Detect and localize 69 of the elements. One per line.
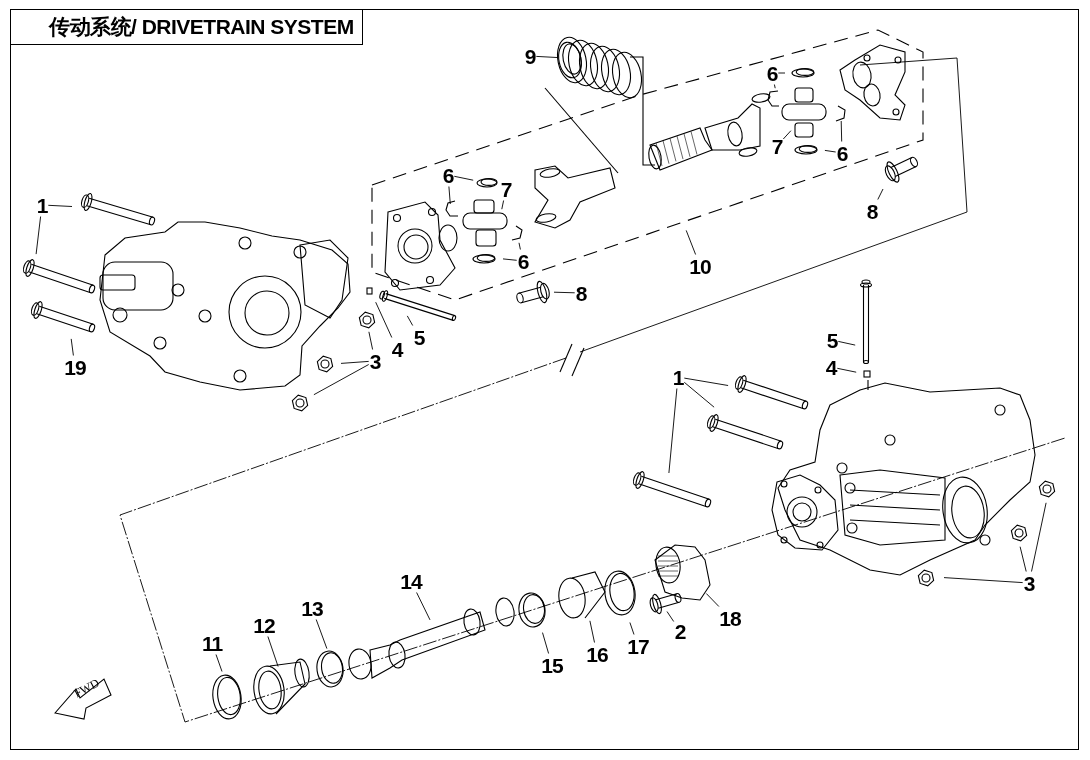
leader-line [375, 301, 393, 338]
leader-line [35, 216, 42, 255]
leader-line [837, 340, 856, 346]
leader-line [215, 654, 223, 672]
callout-number: 5 [413, 326, 425, 348]
callout-number: 4 [391, 338, 403, 360]
leader-line [70, 338, 74, 356]
leader-line [836, 367, 857, 373]
callout-number: 18 [719, 607, 741, 629]
leader-line [340, 360, 370, 364]
callout-number: 3 [369, 350, 381, 372]
leader-line [453, 175, 474, 181]
direction-label: FWD [72, 676, 102, 700]
leader-line [840, 120, 843, 142]
callout-number: 1 [36, 194, 48, 216]
callout-number: 5 [826, 329, 838, 351]
callout-number: 6 [766, 62, 778, 84]
leader-line [773, 84, 776, 89]
leader-line [629, 622, 635, 635]
leader-line [47, 204, 73, 207]
leader-line [705, 593, 720, 607]
callout-number: 6 [836, 142, 848, 164]
title-box: 传动系统/ DRIVETRAIN SYSTEM [10, 9, 363, 45]
leader-line [1019, 546, 1027, 572]
leader-line [668, 388, 678, 474]
leader-line [501, 200, 505, 210]
callout-number: 13 [301, 597, 323, 619]
leader-line [666, 611, 675, 622]
callout-number: 15 [541, 654, 563, 676]
callout-number: 6 [442, 164, 454, 186]
callout-number: 2 [674, 620, 686, 642]
leader-line [683, 381, 715, 408]
callout-number: 7 [500, 178, 512, 200]
callout-number: 10 [689, 255, 711, 277]
callout-number: 11 [201, 632, 223, 654]
leader-line [406, 315, 414, 326]
leader-line [313, 364, 370, 396]
callout-number: 8 [866, 200, 878, 222]
callout-number: 7 [771, 135, 783, 157]
leader-line [782, 130, 792, 140]
callout-number: 4 [825, 356, 837, 378]
leader-line [683, 377, 729, 386]
leader-line [535, 55, 558, 58]
callout-number: 9 [524, 45, 536, 67]
leader-line [1031, 502, 1047, 572]
leader-line [542, 632, 550, 654]
leader-line [368, 331, 374, 350]
leader-line [777, 72, 786, 74]
leader-line [315, 619, 328, 650]
leader-line [267, 636, 279, 667]
leader-line [518, 242, 521, 250]
leader-line [685, 229, 697, 255]
callout-number: 19 [64, 356, 86, 378]
leader-line [502, 258, 518, 261]
leader-line [943, 577, 1024, 584]
callout-number: 3 [1023, 572, 1035, 594]
leader-line [553, 291, 576, 294]
callout-number: 6 [517, 250, 529, 272]
callout-number: 8 [575, 282, 587, 304]
leader-line [589, 620, 595, 643]
callout-number: 1 [672, 366, 684, 388]
leader-line [448, 186, 451, 205]
leader-line [877, 188, 884, 200]
callout-number: 12 [253, 614, 275, 636]
callout-number: 17 [627, 635, 649, 657]
callout-number: 14 [400, 570, 422, 592]
leader-line [824, 149, 837, 153]
callout-number: 16 [586, 643, 608, 665]
leader-line [416, 592, 431, 621]
